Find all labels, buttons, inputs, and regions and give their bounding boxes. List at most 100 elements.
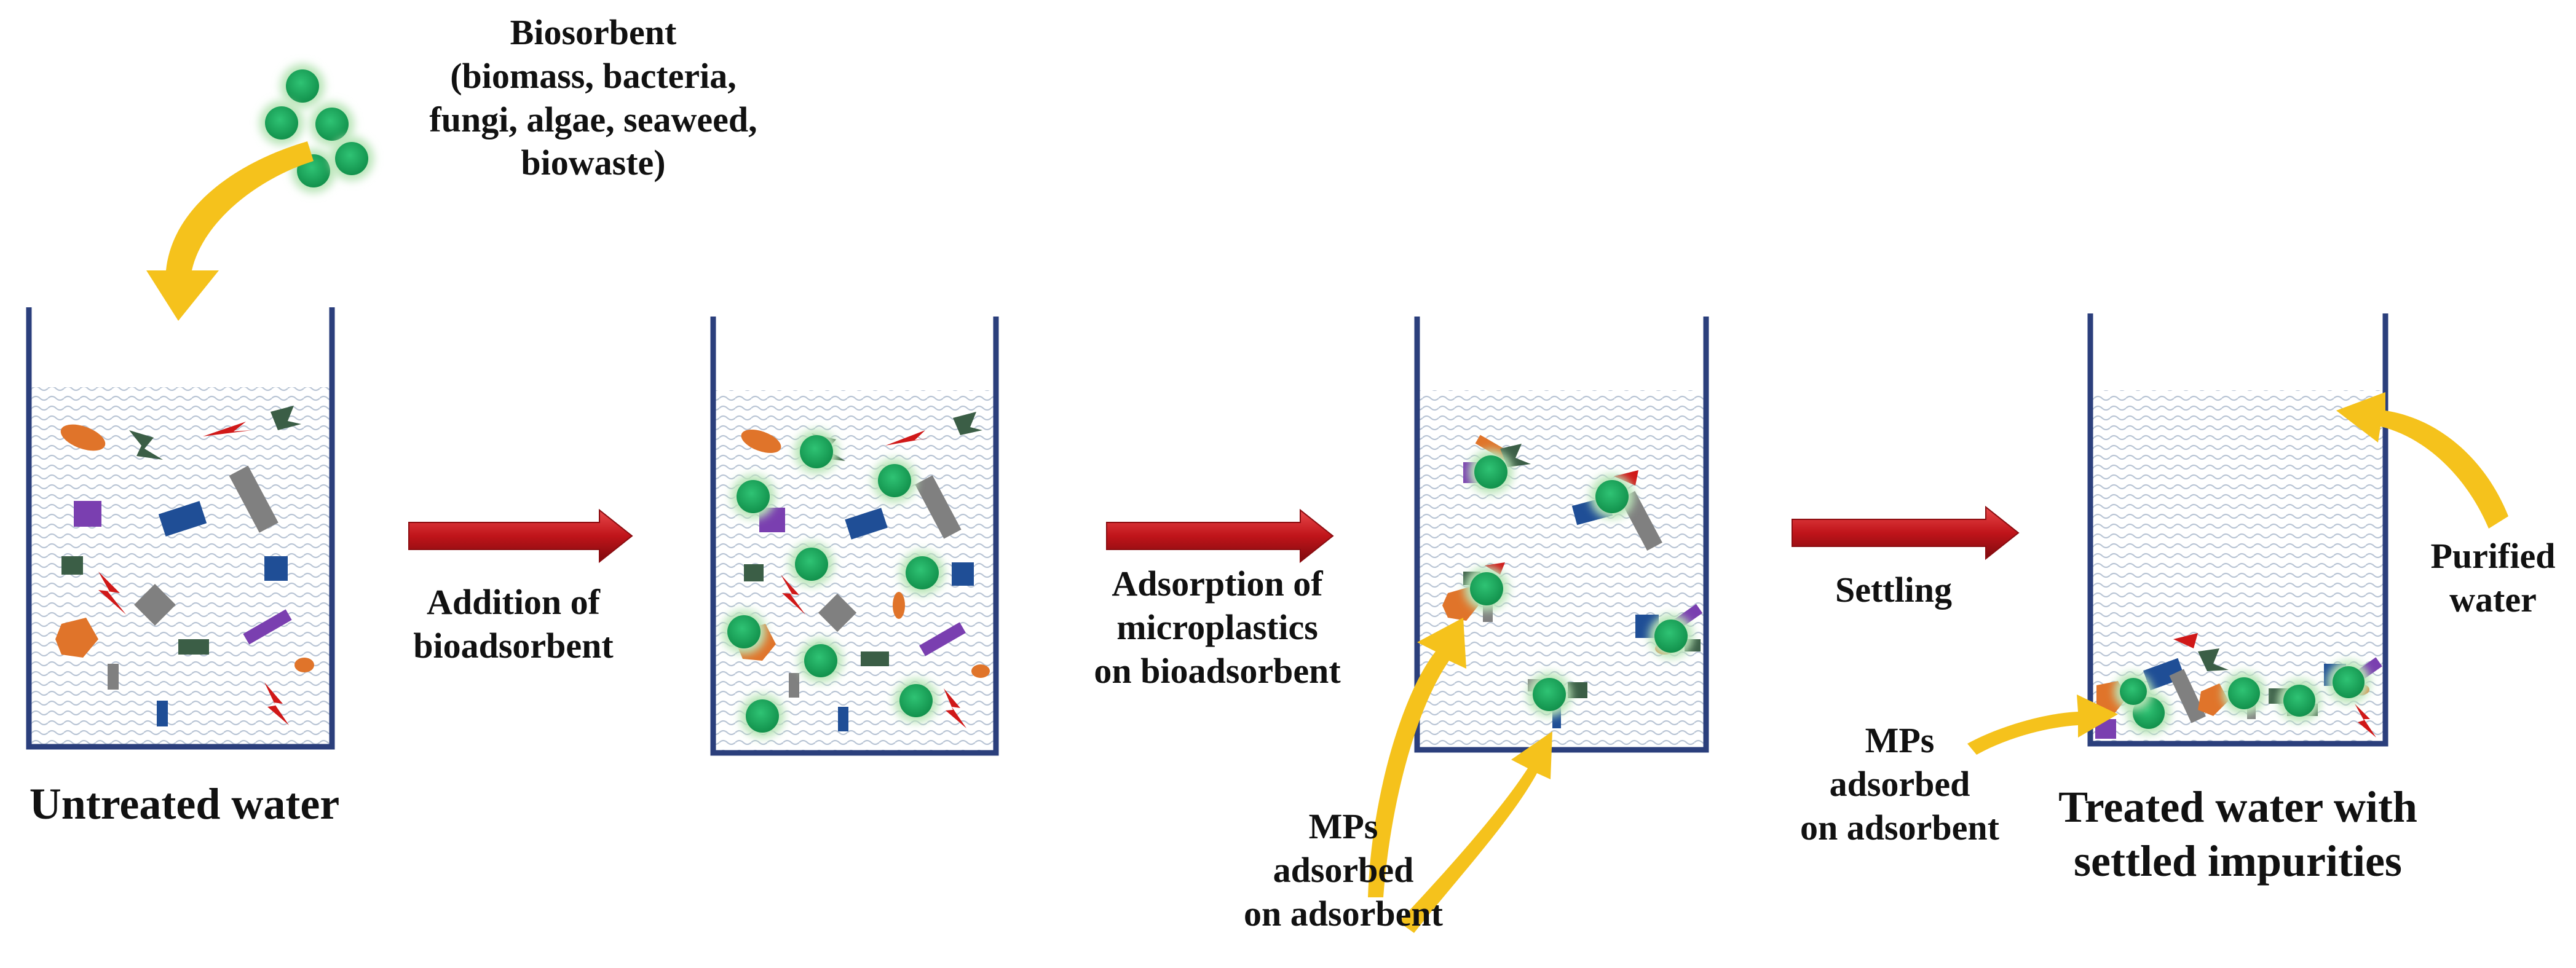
microplastic-fragment-icon — [845, 508, 888, 540]
sorbent-beads — [2114, 661, 2370, 734]
step-adsorption-label: Adsorption of microplastics on bioadsorb… — [1045, 562, 1389, 693]
microplastic-fragment-icon — [229, 465, 279, 533]
microplastic-fragment-icon — [294, 658, 314, 672]
callout-line: on adsorbent — [1244, 893, 1443, 934]
step-line: bioadsorbent — [413, 625, 614, 666]
microplastic-fragment-icon — [2143, 658, 2186, 691]
callout-line: Purified — [2430, 536, 2556, 576]
biosorbent-line: biowaste) — [521, 143, 666, 183]
callout-line: adsorbed — [1829, 763, 1970, 804]
microplastic-fragment-icon — [178, 639, 209, 655]
microplastic-fragment-icon — [915, 475, 962, 539]
microplastic-fragment-icon — [1614, 470, 1638, 486]
microplastic-fragment-icon — [893, 592, 905, 619]
microplastic-fragment-icon — [885, 430, 931, 446]
microplastic-fragment-icon — [2173, 633, 2198, 648]
microplastic-fragment-icon — [971, 664, 990, 678]
microplastic-fragment-icon — [108, 664, 119, 690]
callout-line: adsorbed — [1273, 849, 1414, 890]
sorbent-bead-icon — [872, 458, 917, 503]
microplastic-fragment-icon — [157, 701, 168, 726]
biosorbent-title: Biosorbent — [510, 12, 677, 52]
microplastic-fragment-icon — [243, 609, 292, 645]
beaker-wall — [710, 317, 999, 756]
beaker-wall — [26, 307, 335, 750]
sorbent-bead-icon — [2222, 672, 2266, 715]
microplastic-fragment-icon — [952, 562, 974, 586]
microplastic-fragment-icon — [781, 575, 805, 615]
microplastic-fragment-icon — [264, 556, 288, 581]
microplastic-fragment-icon — [203, 422, 252, 436]
step-settling-label: Settling — [1814, 569, 1973, 612]
step-addition-label: Addition of bioadsorbent — [360, 581, 667, 668]
caption-line: Untreated water — [29, 779, 340, 828]
callout-line: water — [2449, 579, 2537, 620]
microplastic-fragment-icon — [741, 429, 781, 454]
process-arrow-icon — [408, 508, 633, 564]
microplastic-fragment-icon — [271, 406, 301, 430]
microplastic-fragment-icon — [158, 501, 207, 537]
sorbent-bead-icon — [731, 474, 775, 519]
sorbent-bead-icon — [259, 101, 304, 145]
callout-line: on adsorbent — [1800, 807, 1999, 848]
sorbent-bead-icon — [310, 102, 354, 146]
microplastic-fragment-icon — [2198, 683, 2229, 716]
sorbent-bead-icon — [1527, 672, 1571, 717]
mps-adsorbed-label: MPs adsorbed on adsorbent — [1771, 719, 2029, 849]
sorbent-bead-icon — [2278, 679, 2321, 722]
microplastic-fragment-icon — [60, 424, 106, 451]
microplastic-fragment-icon — [861, 651, 889, 666]
sorbent-bead-icon — [2114, 672, 2152, 710]
microplastic-fragment-icon — [789, 673, 799, 698]
microplastic-fragment-icon — [264, 682, 289, 725]
sorbent-bead-icon — [1464, 567, 1509, 611]
microplastics-untreated — [55, 406, 314, 726]
mps-adsorbed-label: MPs adsorbed on adsorbent — [1190, 805, 1497, 935]
beaker-wall — [2087, 313, 2388, 747]
microplastic-fragment-icon — [919, 622, 966, 656]
sorbent-bead-icon — [722, 610, 766, 654]
sorbent-bead-icon — [794, 430, 839, 474]
sorbent-bead-icon — [900, 551, 944, 595]
step-line: Addition of — [426, 582, 600, 622]
caption-treated-water: Treated water with settled impurities — [2023, 781, 2453, 889]
sorbent-bead-icon — [2327, 661, 2370, 704]
callout-line: MPs — [1865, 720, 1935, 760]
sorbent-bead-icon — [330, 136, 374, 181]
biosorbent-label: Biosorbent (biomass, bacteria, fungi, al… — [347, 11, 839, 185]
sorbent-bead-icon — [280, 64, 325, 108]
process-arrow-icon — [1106, 508, 1334, 564]
microplastic-fragment-icon — [2169, 669, 2206, 723]
biosorbent-line: fungi, algae, seaweed, — [429, 99, 757, 140]
microplastic-fragment-icon — [98, 572, 126, 615]
sorbent-bead-icon — [799, 639, 843, 683]
microplastic-fragment-icon — [129, 430, 163, 460]
microplastic-fragment-icon — [953, 412, 982, 435]
purified-water-label: Purified water — [2410, 535, 2576, 622]
process-arrow-icon — [1792, 505, 2020, 561]
sorbent-bead-icon — [1649, 614, 1693, 658]
step-line: on bioadsorbent — [1094, 650, 1341, 691]
curved-arrow-icon — [1368, 618, 1466, 897]
curved-arrow-icon — [2336, 392, 2508, 529]
biosorbent-line: (biomass, bacteria, — [450, 55, 737, 96]
callout-line: MPs — [1308, 806, 1378, 846]
microplastic-fragment-icon — [818, 593, 857, 632]
curved-arrow-icon — [146, 141, 314, 321]
curved-arrow-icon — [1399, 731, 1552, 933]
caption-untreated-water: Untreated water — [0, 777, 369, 832]
sorbent-bead-icon — [1590, 474, 1634, 519]
sorbent-beads — [1464, 450, 1693, 717]
sorbent-bead-icon — [740, 694, 784, 738]
microplastic-fragment-icon — [944, 688, 966, 728]
microplastic-fragment-icon — [61, 556, 83, 575]
microplastic-fragment-icon — [838, 707, 848, 731]
sorbent-bead-icon — [894, 679, 938, 723]
beaker-wall — [1414, 317, 1709, 753]
sorbent-bead-icon — [789, 542, 834, 586]
microplastic-fragment-icon — [74, 501, 101, 527]
step-line: Adsorption of — [1112, 564, 1323, 604]
sorbent-beads — [722, 430, 944, 738]
microplastic-fragment-icon — [55, 618, 98, 658]
